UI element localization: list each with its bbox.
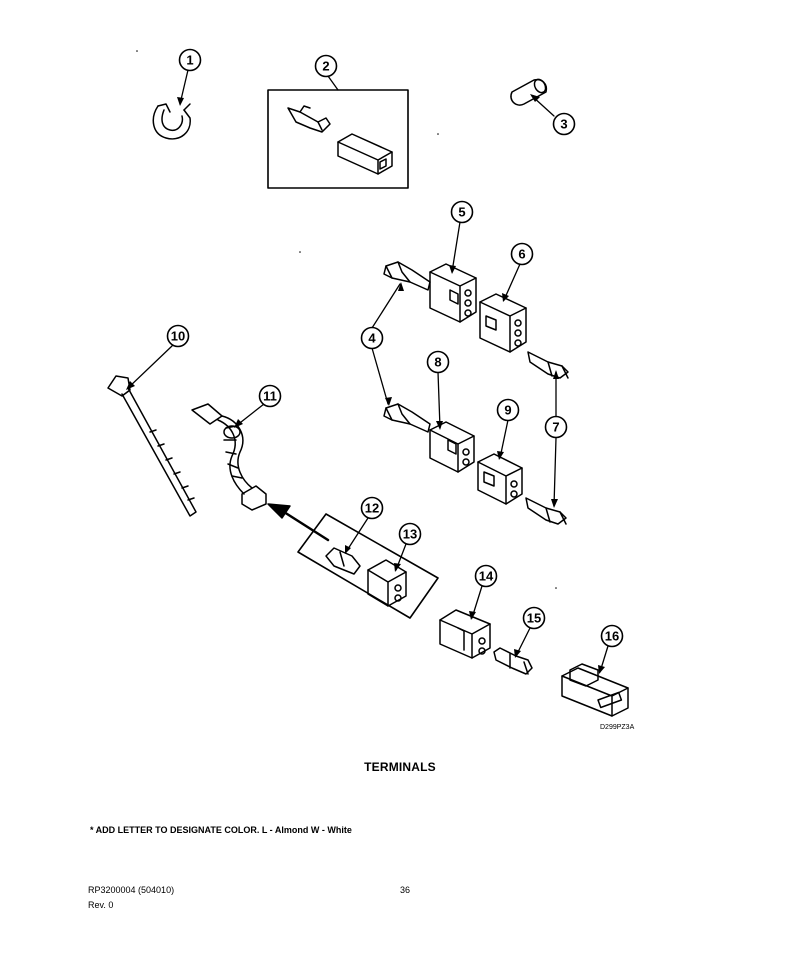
part-9-housing xyxy=(477,453,523,505)
part-15-pin xyxy=(493,647,533,675)
callout-13-label: 13 xyxy=(403,527,417,542)
color-footnote: * ADD LETTER TO DESIGNATE COLOR. L - Alm… xyxy=(90,825,352,835)
inset-panel xyxy=(297,513,439,619)
callout-4-label: 4 xyxy=(368,331,376,346)
callout-2-label: 2 xyxy=(322,59,329,74)
callouts: 1 2 3 4 5 6 7 8 9 10 11 12 13 14 15 16 xyxy=(166,48,624,648)
page-title: TERMINALS xyxy=(364,760,436,774)
part-4-terminal-upper xyxy=(383,261,431,291)
callout-1-label: 1 xyxy=(186,53,193,68)
callout-4: 4 xyxy=(360,326,384,350)
part-11-harness xyxy=(191,403,267,511)
callout-14-label: 14 xyxy=(479,569,494,584)
callout-15: 15 xyxy=(522,606,546,630)
callout-11: 11 xyxy=(258,384,282,408)
callout-14: 14 xyxy=(474,564,498,588)
leader-arrowheads xyxy=(126,94,605,674)
callout-3: 3 xyxy=(552,112,576,136)
revision-label: Rev. 0 xyxy=(88,900,114,910)
callout-9: 9 xyxy=(496,398,520,422)
callout-8-label: 8 xyxy=(434,355,441,370)
part-6-housing xyxy=(479,293,527,353)
part-4-terminal-lower xyxy=(383,403,431,433)
callout-6: 6 xyxy=(510,242,534,266)
callout-1: 1 xyxy=(178,48,202,72)
part-14-housing xyxy=(439,609,491,659)
callout-5: 5 xyxy=(450,200,474,224)
page-number: 36 xyxy=(400,885,411,895)
part-1-clamp xyxy=(152,103,191,140)
callout-2: 2 xyxy=(314,54,338,78)
callout-15-label: 15 xyxy=(527,611,541,626)
callout-7: 7 xyxy=(544,415,568,439)
callout-10: 10 xyxy=(166,324,190,348)
part-16-housing xyxy=(561,663,629,717)
callout-6-label: 6 xyxy=(518,247,525,262)
callout-8: 8 xyxy=(426,350,450,374)
drawing-code: D299PZ3A xyxy=(600,724,635,731)
scan-specks xyxy=(136,50,557,589)
callout-13: 13 xyxy=(398,522,422,546)
part-3-tube xyxy=(510,78,548,106)
document-number: RP3200004 (504010) xyxy=(88,885,175,895)
callout-9-label: 9 xyxy=(504,403,511,418)
callout-16: 16 xyxy=(600,624,624,648)
callout-16-label: 16 xyxy=(605,629,619,644)
callout-11-label: 11 xyxy=(263,389,277,404)
part-8-housing xyxy=(429,421,475,473)
part-2-box xyxy=(267,89,409,189)
part-7-terminal-upper xyxy=(527,351,569,379)
part-7-terminal-lower xyxy=(525,497,567,525)
callout-12: 12 xyxy=(360,496,384,520)
callout-12-label: 12 xyxy=(365,501,379,516)
assembly-arrow xyxy=(267,503,330,542)
callout-3-label: 3 xyxy=(560,117,567,132)
callout-10-label: 10 xyxy=(171,329,185,344)
callout-5-label: 5 xyxy=(458,205,465,220)
part-10-cable-tie xyxy=(107,375,197,517)
part-5-housing xyxy=(429,263,477,323)
callout-7-label: 7 xyxy=(552,420,559,435)
